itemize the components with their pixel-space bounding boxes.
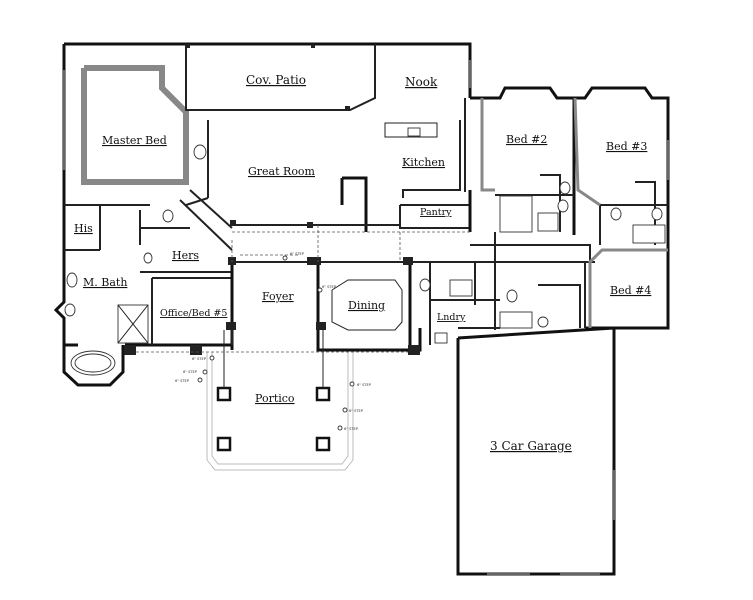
step-label-7: 6" STEP — [349, 409, 364, 413]
label-master-bed: Master Bed — [102, 134, 167, 147]
label-bed4: Bed #4 — [610, 284, 651, 297]
step-label-1: 6" STEP — [290, 252, 305, 256]
label-bed3: Bed #3 — [606, 140, 647, 153]
label-his: His — [74, 222, 93, 235]
bed4-tray — [480, 97, 668, 328]
label-m-bath: M. Bath — [83, 276, 127, 289]
room-labels: Cov. Patio Nook Master Bed Great Room Ki… — [74, 73, 651, 453]
step-label-4: 6" STEP — [183, 370, 198, 374]
label-pantry: Pantry — [420, 207, 452, 218]
step-label-6: 6" STEP — [357, 383, 372, 387]
fixtures — [64, 127, 666, 344]
windows — [63, 60, 669, 575]
step-labels: 6" STEP 6" STEP 6" STEP 6" STEP 6" STEP … — [175, 252, 372, 431]
portico — [206, 330, 354, 471]
label-lndry: Lndry — [437, 312, 466, 323]
label-dining: Dining — [348, 299, 385, 312]
step-label-8: 6" STEP — [344, 427, 359, 431]
step-label-2: 6" STEP — [322, 285, 337, 289]
master-bath-bay — [62, 345, 125, 387]
label-garage: 3 Car Garage — [490, 439, 572, 453]
label-nook: Nook — [405, 75, 438, 89]
label-cov-patio: Cov. Patio — [246, 73, 306, 87]
step-markers — [197, 255, 355, 431]
interior-walls — [64, 44, 668, 350]
label-office-bed5: Office/Bed #5 — [160, 308, 227, 319]
label-foyer: Foyer — [262, 290, 294, 303]
label-bed2: Bed #2 — [506, 133, 547, 146]
label-kitchen: Kitchen — [402, 156, 445, 169]
step-label-3: 6" STEP — [192, 357, 207, 361]
dashed-lines — [136, 225, 408, 353]
label-hers: Hers — [172, 249, 199, 262]
master-bed-tray — [81, 65, 189, 185]
label-great-room: Great Room — [248, 165, 316, 178]
label-portico: Portico — [255, 392, 295, 405]
step-label-5: 6" STEP — [175, 379, 190, 383]
